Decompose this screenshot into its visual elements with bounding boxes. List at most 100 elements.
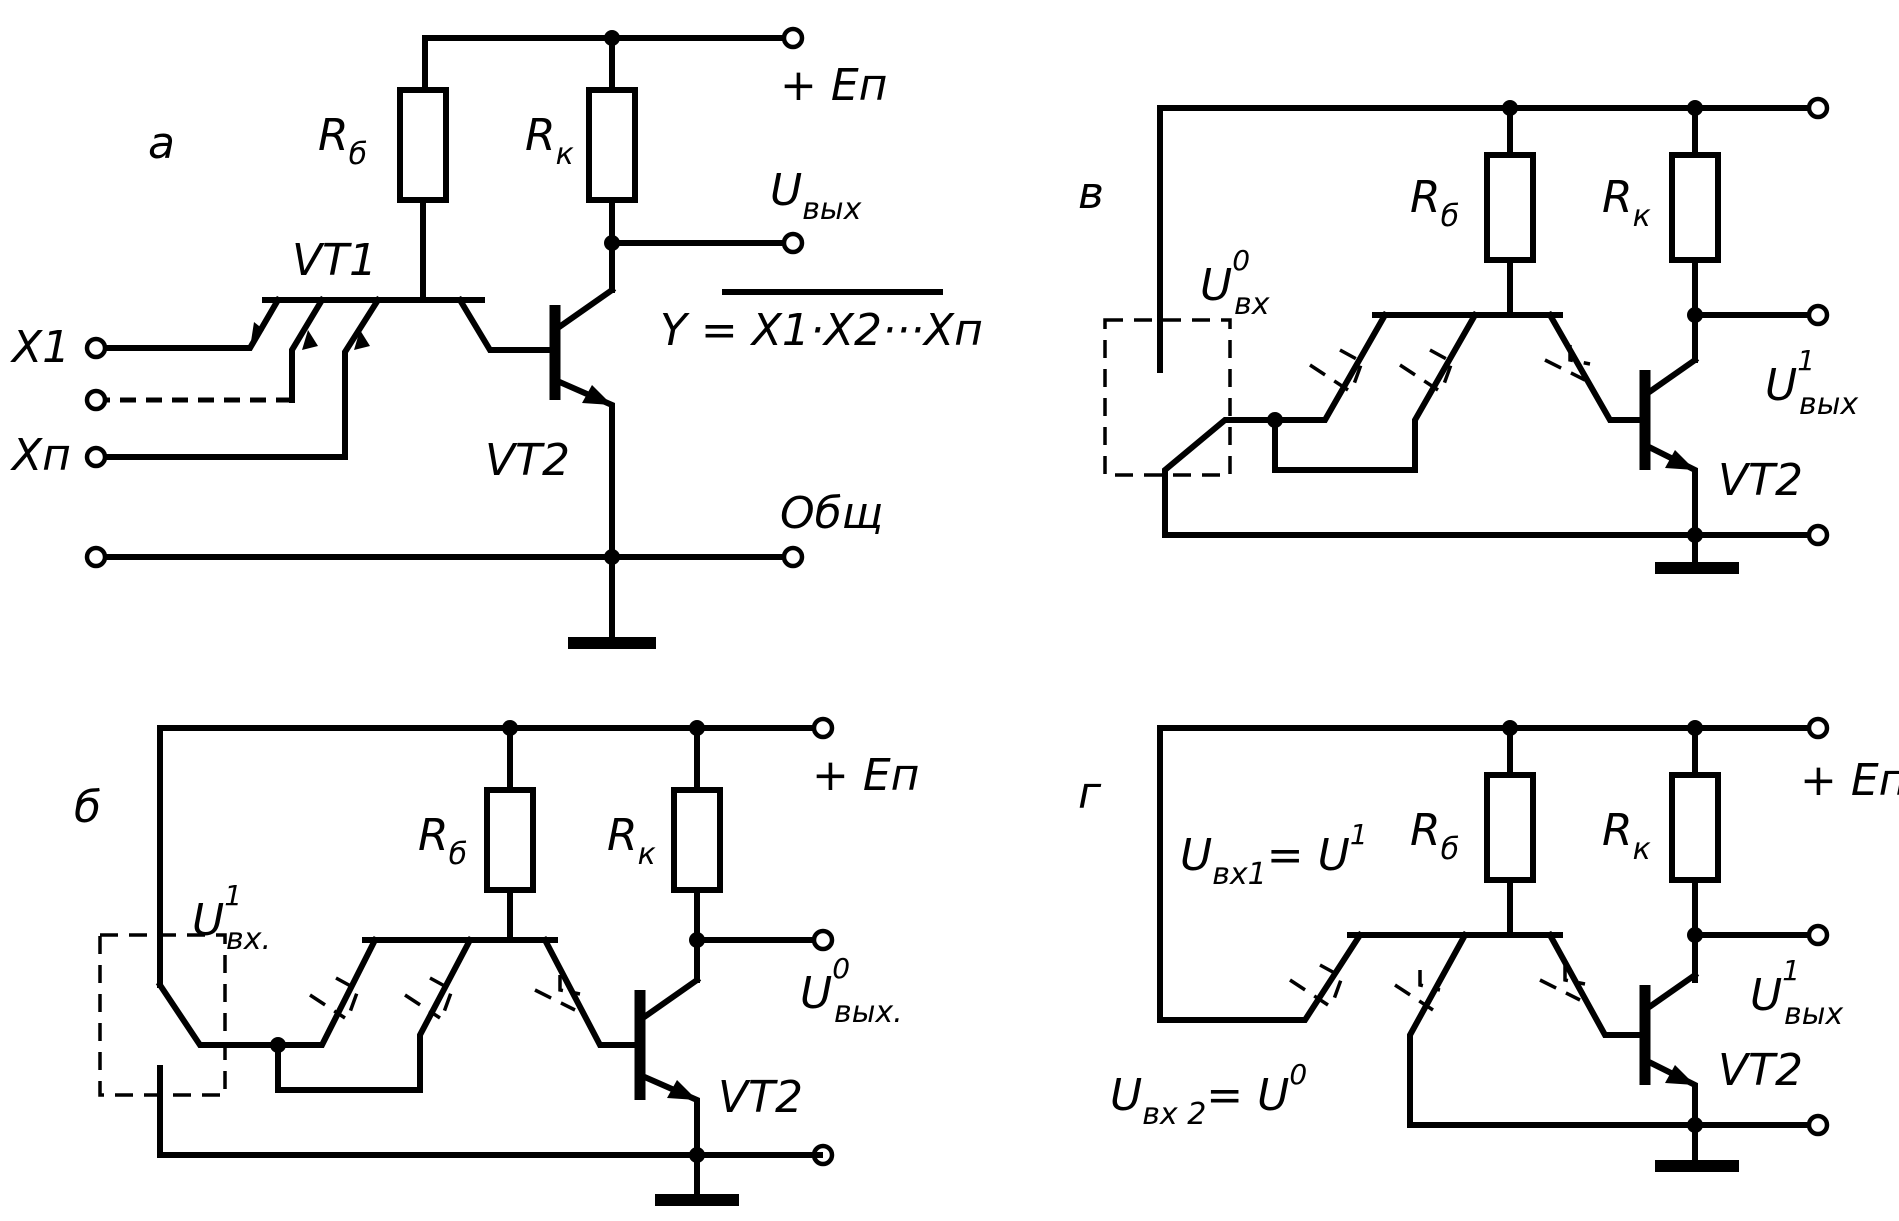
- rb-label: Rб: [1410, 805, 1459, 867]
- common-label: Общ: [780, 488, 883, 539]
- vt2-collector: [1640, 970, 1700, 1015]
- emitter-current-marker: [1319, 963, 1345, 1000]
- vt1-label: VT1: [292, 235, 377, 286]
- supply-rail: [157, 725, 823, 988]
- input-dashed-box: [1103, 318, 1232, 477]
- uin2-label: Uвх 2= U0: [1110, 1058, 1307, 1132]
- vt1-emitter-1: [1157, 930, 1365, 1023]
- input-wire: [155, 980, 281, 1048]
- input-x2-terminal[interactable]: [84, 388, 108, 412]
- uin1-label: Uвх1= U1: [1180, 818, 1368, 892]
- vt2-label: VT2: [1718, 455, 1803, 506]
- ground-icon: [568, 637, 656, 649]
- tick-mark: [1309, 363, 1349, 392]
- input-wire: [1162, 417, 1698, 538]
- vt1-collector: [455, 295, 558, 353]
- formula-text: Y = X1·X2···Xп: [660, 305, 983, 356]
- resistor-rb: [1484, 152, 1536, 263]
- common-right-terminal[interactable]: [781, 545, 805, 569]
- vt1-collector: [1545, 310, 1648, 423]
- emitter-current-marker: [335, 976, 361, 1013]
- resistor-rb: [1484, 772, 1536, 883]
- emitter-current-marker: [1339, 348, 1365, 385]
- input-x1-label: X1: [10, 322, 70, 373]
- vt2-collector: [550, 285, 617, 335]
- supply-terminal[interactable]: [781, 26, 805, 50]
- output-label: Uвых: [770, 165, 862, 227]
- supply-rail: [1157, 725, 1818, 1023]
- input-x1-terminal[interactable]: [84, 336, 108, 360]
- output-terminal[interactable]: [1806, 303, 1830, 327]
- tick-mark: [1394, 983, 1434, 1012]
- vt1-emitter-2: [275, 935, 475, 1093]
- output-terminal[interactable]: [1806, 923, 1830, 947]
- vt1-emitter-1: [1272, 310, 1390, 423]
- vt2-collector: [1640, 355, 1700, 400]
- supply-terminal[interactable]: [811, 716, 835, 740]
- tick-mark: [1539, 978, 1581, 1002]
- supply-terminal[interactable]: [1806, 716, 1830, 740]
- vt2-emitter-arrow: [1665, 1065, 1695, 1085]
- vt2-emitter-arrow: [667, 1080, 697, 1100]
- resistor-rk: [586, 87, 638, 203]
- tick-mark: [1399, 363, 1439, 392]
- rb-label: Rб: [1410, 172, 1459, 234]
- rk-label: Rк: [1602, 172, 1651, 234]
- panel-b-letter: б: [74, 782, 101, 833]
- emitter-current-marker: [1418, 970, 1441, 992]
- tick-mark: [1289, 978, 1329, 1007]
- rk-label: Rк: [1602, 805, 1651, 867]
- vt1-collector: [1545, 930, 1648, 1038]
- emitter-current-marker: [1429, 348, 1455, 385]
- vt2-label: VT2: [718, 1072, 803, 1123]
- panel-a: а + Eп Rб Rк Uвых VT1: [10, 26, 983, 649]
- rk-label: Rк: [607, 810, 656, 872]
- collector-current-marker: [558, 975, 581, 996]
- supply-label: + Eп: [1800, 755, 1899, 806]
- rb-main: R: [318, 110, 349, 161]
- vt2-emitter-arrow: [582, 385, 612, 405]
- output-terminal[interactable]: [811, 928, 835, 952]
- supply-terminal[interactable]: [1806, 96, 1830, 120]
- common-terminal[interactable]: [1806, 1113, 1830, 1137]
- vt2-collector: [635, 975, 702, 1025]
- resistor-rk: [1669, 772, 1721, 883]
- rb-label: Rб: [318, 110, 367, 172]
- input-xn-terminal[interactable]: [84, 445, 108, 469]
- resistor-rb: [484, 787, 536, 893]
- vt1-emitter-1: [275, 935, 380, 1048]
- resistor-rk: [1669, 152, 1721, 263]
- input-dashed-box: [98, 933, 227, 1097]
- rb-sub: б: [349, 137, 368, 172]
- common-terminal[interactable]: [1806, 523, 1830, 547]
- tick-mark: [404, 993, 441, 1020]
- output-terminal[interactable]: [781, 231, 805, 255]
- vt2-label: VT2: [485, 435, 570, 486]
- ground-icon: [1655, 562, 1739, 574]
- supply-label: + Eп: [812, 750, 919, 801]
- emitter-current-marker: [429, 976, 455, 1013]
- panel-v-letter: в: [1078, 168, 1104, 219]
- vt2-emitter-arrow: [1665, 450, 1695, 470]
- panel-g-letter: г: [1078, 768, 1102, 819]
- rb-label: Rб: [418, 810, 467, 872]
- supply-label: + Eп: [780, 60, 887, 111]
- vt1-emitter-n: [95, 295, 383, 460]
- tick-mark: [1544, 358, 1586, 382]
- input-return: [157, 1065, 693, 1158]
- vt1-collector: [540, 935, 643, 1048]
- common-left-terminal[interactable]: [84, 545, 108, 569]
- vt1-emitter-2: [1272, 310, 1480, 473]
- emitter-arrow: [354, 330, 370, 350]
- tick-mark: [534, 988, 576, 1012]
- tick-mark: [309, 993, 346, 1020]
- supply-rail: [1157, 105, 1818, 373]
- input-xn-label: Xп: [10, 430, 71, 481]
